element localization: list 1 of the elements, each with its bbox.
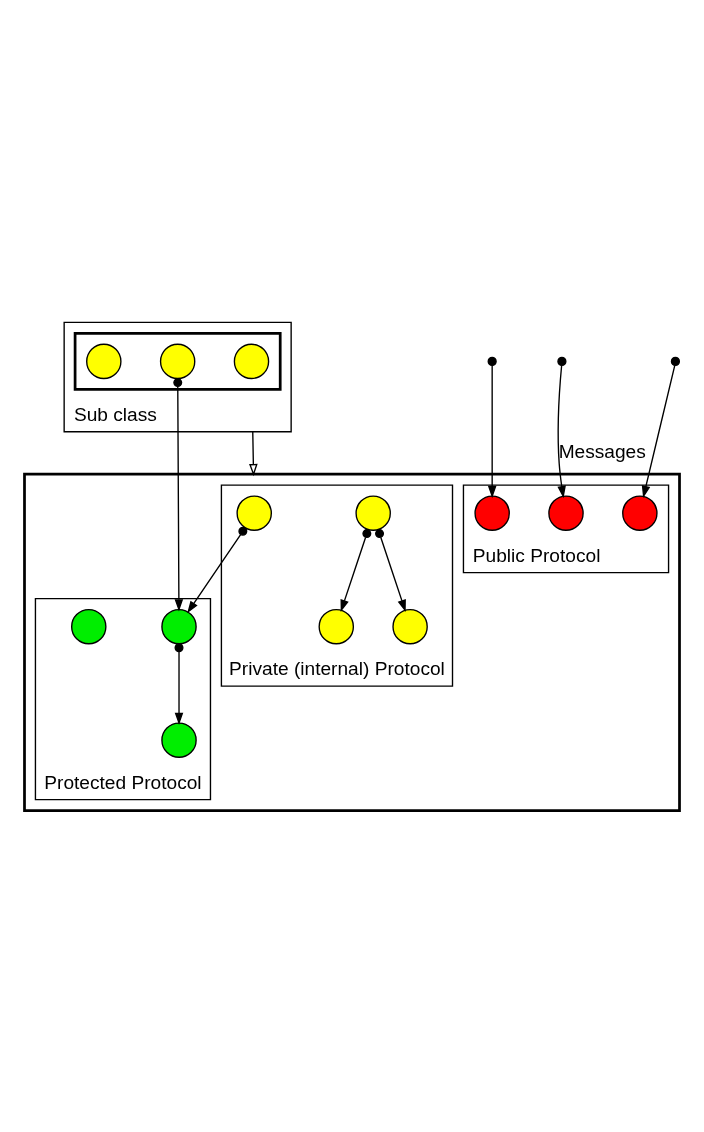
edge-label: Messages xyxy=(558,440,646,462)
